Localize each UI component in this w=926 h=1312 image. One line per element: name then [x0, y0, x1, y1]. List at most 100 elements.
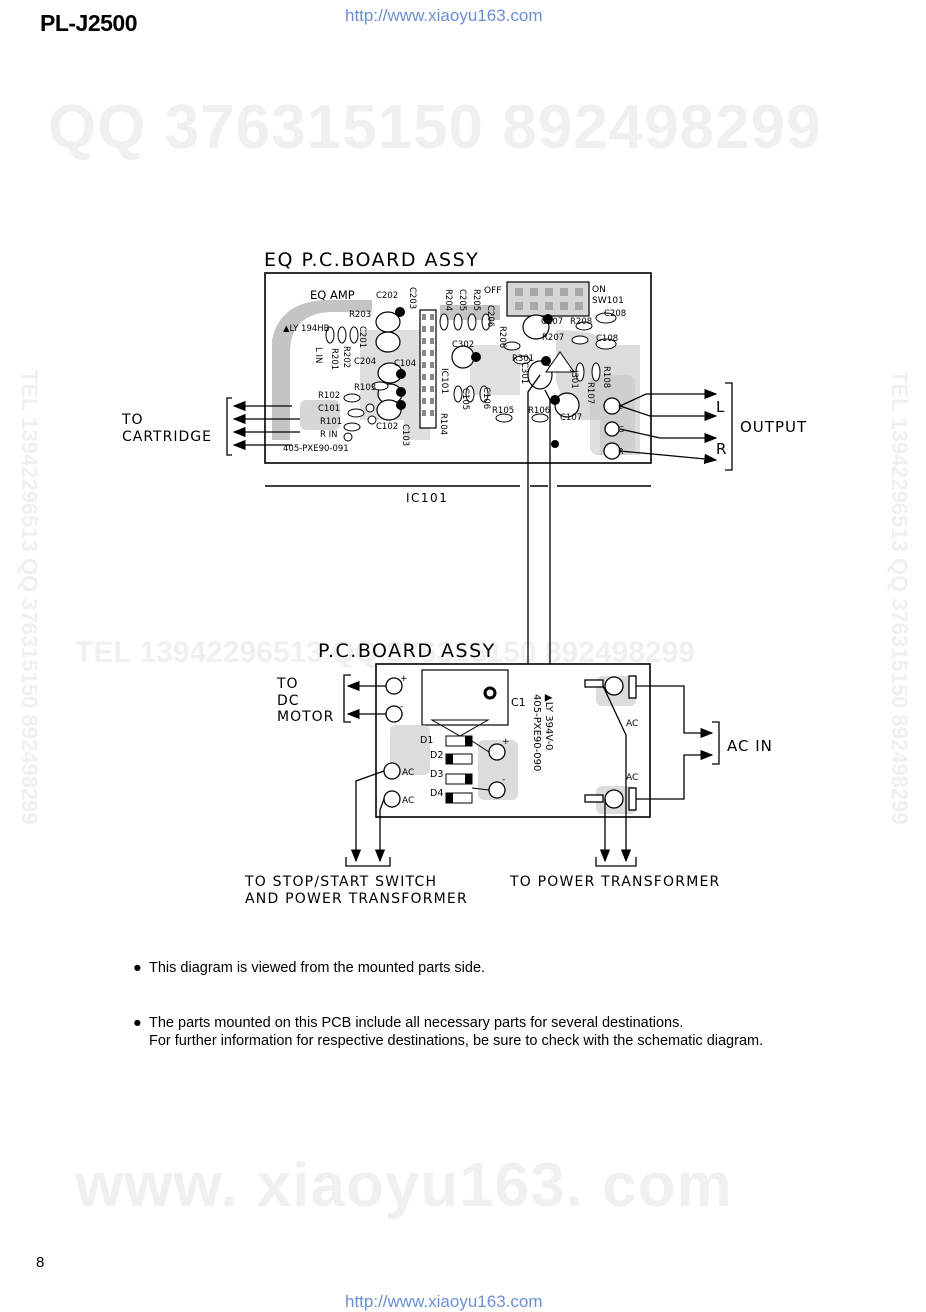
label-c206: C206 [485, 305, 495, 327]
page-number: 8 [36, 1254, 45, 1271]
label-c207: C207 [541, 317, 563, 327]
note-3-text: For further information for respective d… [149, 1033, 764, 1049]
to-dc-label-2: DC [277, 693, 300, 709]
ac-in-arrows [636, 685, 720, 800]
eq-resistors [325, 312, 617, 432]
label-r201: R201 [329, 348, 339, 370]
label-r207: R207 [542, 333, 564, 343]
model-title: PL-J2500 [40, 10, 138, 36]
label-c201: C201 [357, 326, 367, 348]
ac-label-bottom: AC [626, 773, 638, 783]
label-c302: C302 [452, 340, 474, 350]
watermark-qq: QQ 376315150 892498299 [48, 93, 822, 162]
label-r208: R208 [570, 317, 592, 327]
c1-capacitor [421, 669, 509, 726]
label-c101: C101 [318, 404, 340, 414]
label-r101: R101 [320, 417, 342, 427]
label-c105: C105 [460, 388, 470, 410]
label-c107: C107 [560, 413, 582, 423]
label-r202: R202 [341, 346, 351, 368]
ac-in-pads [584, 675, 637, 811]
bottom-wires [345, 685, 637, 867]
label-c301: C301 [519, 362, 529, 384]
label-r108: R108 [601, 366, 611, 388]
to-cartridge-label-1: TO [121, 412, 144, 428]
label-d4: D4 [430, 788, 443, 799]
ac-label-top: AC [626, 719, 638, 729]
label-c108: C108 [596, 334, 618, 344]
stop-start-label-2: AND POWER TRANSFORMER [245, 891, 468, 907]
c1-label: C1 [511, 696, 526, 709]
switch-pads [515, 288, 583, 310]
watermark-site: www. xiaoyu163. com [75, 1151, 733, 1220]
label-d3: D3 [430, 769, 443, 780]
switch-sw101 [506, 281, 590, 317]
label-r103: R103 [354, 383, 376, 393]
ac-in-label: AC IN [727, 737, 773, 755]
switch-off-label: OFF [484, 286, 501, 296]
url-top[interactable]: http://www.xiaoyu163.com [345, 6, 543, 25]
pad-plus-1: + [400, 674, 408, 684]
eq-capacitors [375, 311, 580, 421]
c1-marker [483, 686, 497, 700]
dc-motor-arrows [343, 674, 386, 723]
to-dc-label-1: TO [276, 676, 299, 692]
pc-board-internal-wires [471, 740, 490, 791]
bullet-icon: ● [133, 960, 142, 976]
switch-ref-label: SW101 [592, 296, 624, 306]
eq-lot-label: ▲LY 194HB [283, 324, 330, 334]
to-dc-label-3: MOTOR [277, 709, 334, 725]
label-c208: C208 [604, 309, 626, 319]
label-c205: C205 [457, 289, 467, 311]
label-c103: C103 [400, 424, 410, 446]
switch-on-label: ON [592, 285, 606, 295]
label-d1: D1 [420, 735, 433, 746]
eq-output-pads [603, 397, 621, 460]
eq-board-title: EQ P.C.BOARD ASSY [264, 249, 479, 271]
pad-ac-2: AC [402, 796, 414, 806]
pc-lot-label: ▲LY 394V-0 [543, 694, 554, 751]
bullet-icon: ● [133, 1015, 142, 1031]
stop-start-label-1: TO STOP/START SWITCH [244, 874, 437, 890]
label-r203: R203 [349, 310, 371, 320]
eq-polarity-dots [395, 307, 560, 448]
label-c204: C204 [354, 357, 376, 367]
pad-ac-1: AC [402, 768, 414, 778]
c301-transistor [545, 351, 575, 373]
ic101-below-label: IC101 [406, 491, 448, 505]
label-c104: C104 [394, 359, 416, 369]
eq-pcb-code: 405-PXE90-091 [283, 444, 349, 454]
note-1-text: This diagram is viewed from the mounted … [149, 960, 486, 976]
eq-left-in: L IN [313, 347, 323, 363]
label-r105: R105 [492, 406, 514, 416]
label-r301: R301 [512, 354, 534, 364]
label-r102: R102 [318, 391, 340, 401]
label-c102: C102 [376, 422, 398, 432]
pc-board-title: P.C.BOARD ASSY [318, 640, 496, 662]
note-1: ● This diagram is viewed from the mounted… [133, 959, 485, 977]
label-c106: C106 [481, 387, 491, 409]
to-cartridge-label-2: CARTRIDGE [122, 429, 212, 445]
eq-right-in: R IN [320, 430, 337, 440]
label-r106: R106 [528, 406, 550, 416]
note-2-text: The parts mounted on this PCB include al… [149, 1015, 684, 1031]
pc-pcb-code: 405-PXE90-090 [531, 694, 542, 771]
label-r104: R104 [438, 413, 448, 435]
output-arrows [619, 382, 733, 471]
to-power-transformer-label: TO POWER TRANSFORMER [509, 874, 720, 890]
url-bottom[interactable]: http://www.xiaoyu163.com [345, 1292, 543, 1311]
label-d2: D2 [430, 750, 443, 761]
label-c203: C203 [407, 287, 417, 309]
svg-text:+: + [502, 737, 510, 747]
output-r-label: R [716, 440, 726, 458]
diodes [445, 735, 473, 804]
label-r107: R107 [585, 382, 595, 404]
label-r205: R205 [471, 289, 481, 311]
svg-text:-: - [502, 775, 505, 785]
eq-amp-label: EQ AMP [310, 288, 355, 302]
svg-text:-: - [400, 702, 403, 712]
ic101-chip-label: IC101 [439, 368, 449, 394]
output-label: OUTPUT [740, 418, 807, 436]
label-r206: R206 [497, 326, 507, 348]
